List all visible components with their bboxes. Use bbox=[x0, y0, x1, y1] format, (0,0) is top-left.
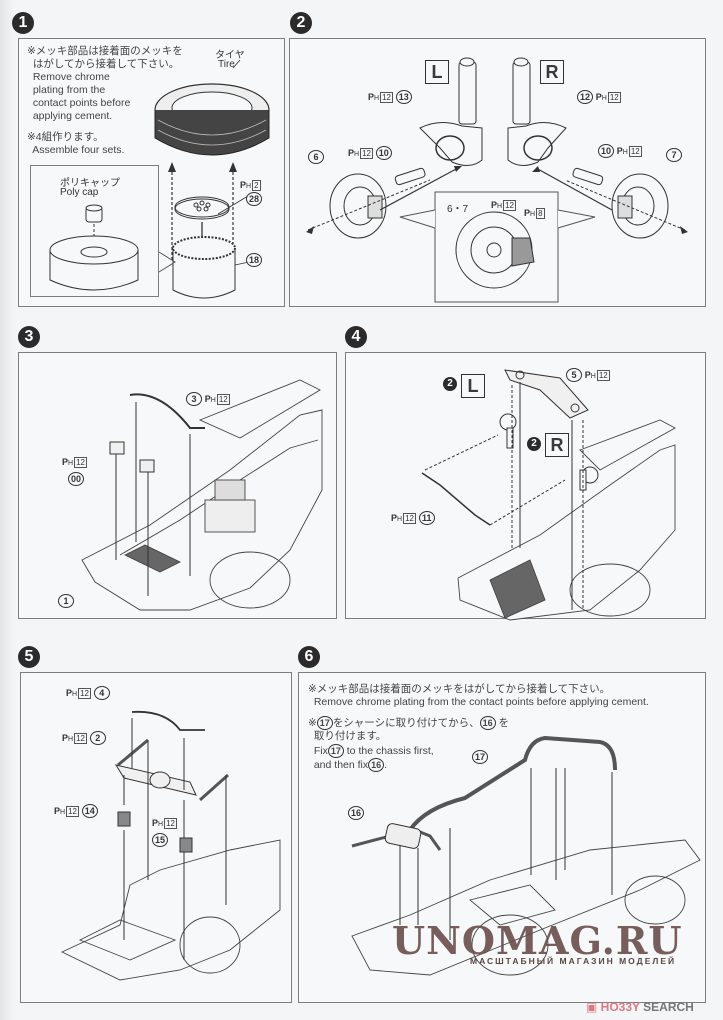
page-edge-shadow bbox=[0, 0, 14, 1020]
step-1-chrome-note-en: Remove chrome plating from the contact p… bbox=[32, 71, 131, 122]
step-1-sets-note-en: Assemble four sets. bbox=[27, 144, 125, 156]
exhaust-pipe-part-17 bbox=[408, 735, 617, 832]
watermark-subtitle: МАСШТАБНЫЙ МАГАЗИН МОДЕЛЕЙ bbox=[470, 956, 677, 966]
hobby-logo-icon: ▣ bbox=[586, 1000, 601, 1014]
full-chassis bbox=[351, 839, 701, 976]
step-6-number: 6 bbox=[298, 646, 320, 668]
knuckle-left-mini bbox=[499, 413, 517, 449]
step-5-illustration bbox=[60, 710, 281, 981]
tire-label-en: Tire bbox=[218, 59, 235, 70]
bar-part-3 bbox=[129, 393, 205, 429]
axle-part-2 bbox=[114, 738, 229, 802]
step-4-ref-right: 2 bbox=[527, 437, 541, 451]
hobby-search-logo: ▣ HO33Y SEARCH bbox=[586, 1000, 694, 1014]
step-6-illustration bbox=[351, 735, 701, 976]
tire-label-jp: タイヤ bbox=[215, 50, 245, 61]
spring-part-14 bbox=[117, 811, 131, 827]
pad-part-00-b bbox=[139, 459, 155, 473]
step-1-sets-note-jp: ※4組作ります。 bbox=[27, 131, 104, 143]
step-1-number: 1 bbox=[12, 12, 34, 34]
right-strut bbox=[512, 61, 531, 125]
left-strut bbox=[458, 61, 477, 125]
step-6-order-note-jp-2: 取り付けます。 bbox=[308, 730, 387, 742]
part-16-callout: 16 bbox=[348, 806, 364, 820]
step-5-number: 5 bbox=[18, 646, 40, 668]
step-4-ref-left: 2 bbox=[443, 377, 457, 391]
step-3-illustration bbox=[81, 379, 323, 611]
step-4-illustration bbox=[421, 369, 676, 621]
polycap-drawing bbox=[49, 204, 139, 291]
step-4-right-tag: R bbox=[545, 433, 569, 457]
rear-chassis bbox=[60, 839, 281, 981]
part-28-callout: 28 bbox=[246, 192, 262, 206]
right-side-tag: R bbox=[540, 60, 564, 84]
part-6-callout: 6 bbox=[308, 150, 324, 164]
step-4-left-tag: L bbox=[461, 374, 485, 398]
part-00-callout: 00 bbox=[68, 472, 84, 486]
left-side-tag: L bbox=[425, 60, 449, 84]
part-18-callout: 18 bbox=[246, 253, 262, 267]
polycap-label-en: Poly cap bbox=[60, 187, 99, 198]
stabilizer-part-4 bbox=[131, 710, 205, 731]
tire-drawing bbox=[154, 59, 270, 156]
chassis-step-4 bbox=[457, 419, 676, 621]
step-2-illustration bbox=[306, 57, 688, 303]
step-6-chrome-note-en: Remove chrome plating from the contact p… bbox=[308, 696, 649, 708]
part-1-callout: 1 bbox=[58, 594, 74, 608]
spring-part-15 bbox=[179, 837, 193, 853]
step-4-number: 4 bbox=[345, 326, 367, 348]
pad-part-00-a bbox=[109, 441, 125, 455]
step-1-illustration bbox=[49, 59, 270, 299]
detail-parts-label: 6・7 bbox=[447, 204, 469, 215]
part-17-callout: 17 bbox=[472, 750, 488, 764]
chassis-part-1 bbox=[81, 379, 323, 611]
part-7-callout: 7 bbox=[666, 148, 682, 162]
step-6-chrome-note-jp: ※メッキ部品は接着面のメッキをはがしてから接着して下さい。 bbox=[308, 683, 611, 695]
watermark-title: UNOMAG.RU bbox=[392, 918, 683, 963]
crossmember-part-5 bbox=[504, 369, 589, 419]
polycap-label-jp: ポリキャップ bbox=[60, 178, 120, 189]
part-15-callout: 15 bbox=[152, 833, 168, 847]
step-2-number: 2 bbox=[290, 12, 312, 34]
tie-rod-part-11 bbox=[421, 472, 491, 526]
step-3-number: 3 bbox=[18, 326, 40, 348]
step-1-chrome-note-jp: ※メッキ部品は接着面のメッキを はがしてから接着して下さい。 bbox=[27, 45, 183, 70]
